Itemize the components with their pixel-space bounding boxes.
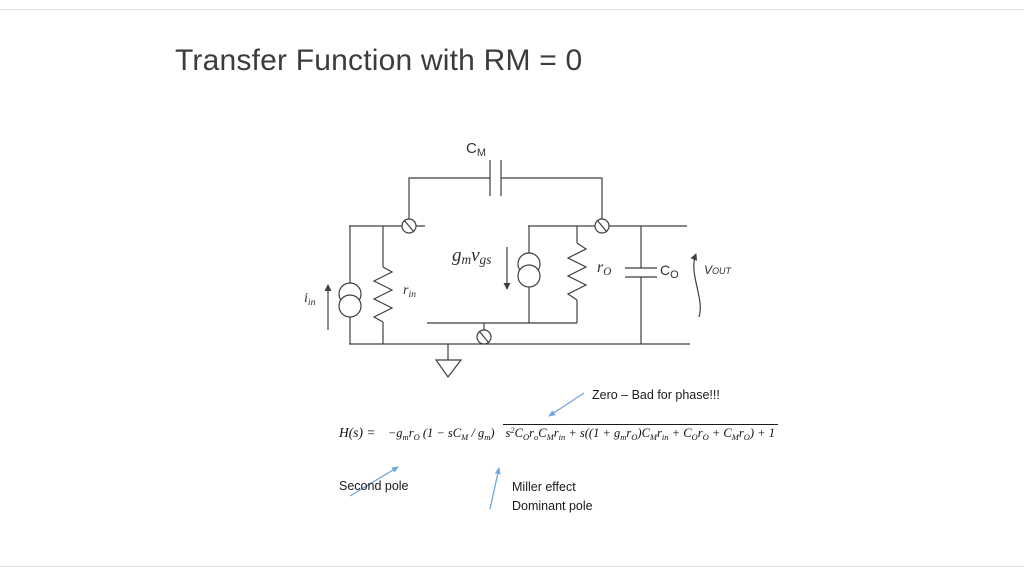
label-cm: CM [466, 140, 487, 159]
current-source-iin-icon [338, 294, 362, 318]
label-co: CO [660, 262, 679, 281]
wire-cm-right [501, 177, 603, 226]
current-source-gm-icon [517, 264, 541, 288]
node-junction-icon [476, 329, 492, 345]
formula-fraction: −gmrO (1 − sCM / gm) s2COroCMrin + s((1 … [384, 424, 778, 442]
resistor-ro-icon [566, 242, 588, 301]
node-junction-icon [401, 218, 417, 234]
annotation-second-pole: Second pole [339, 479, 409, 493]
annotation-miller-line2: Dominant pole [512, 498, 593, 513]
formula-numerator: −gmrO (1 − sCM / gm) [387, 426, 495, 442]
second-pole-pointer-arrow [349, 466, 399, 497]
formula-lhs: H(s) = [339, 425, 379, 440]
slide-border-top [0, 9, 1024, 10]
annotation-miller: Miller effect Dominant pole [512, 478, 593, 515]
wire-cm-left [408, 177, 490, 226]
label-iin: iin [304, 291, 316, 308]
zero-pointer-arrow [548, 392, 585, 417]
annotation-miller-line1: Miller effect [512, 480, 576, 494]
resistor-rin-icon [372, 266, 394, 323]
annotation-zero: Zero – Bad for phase!!! [592, 388, 720, 402]
vout-arrow [690, 253, 701, 318]
label-rin: rin [403, 283, 417, 300]
page-title: Transfer Function with RM = 0 [175, 44, 583, 77]
formula-denominator: s2COroCMrin + s((1 + gmrO)CMrin + COrO +… [502, 424, 778, 442]
ground-icon [434, 359, 463, 379]
miller-pointer-arrow [489, 467, 501, 510]
label-vout: VOUT [704, 263, 732, 277]
label-ro: rO [597, 259, 612, 278]
node-junction-icon [594, 218, 610, 234]
slide-border-bottom [0, 566, 1024, 567]
transfer-function-formula: H(s) = −gmrO (1 − sCM / gm) s2COroCMrin … [339, 424, 778, 442]
label-gm-vgs: gmvgs [452, 245, 492, 267]
